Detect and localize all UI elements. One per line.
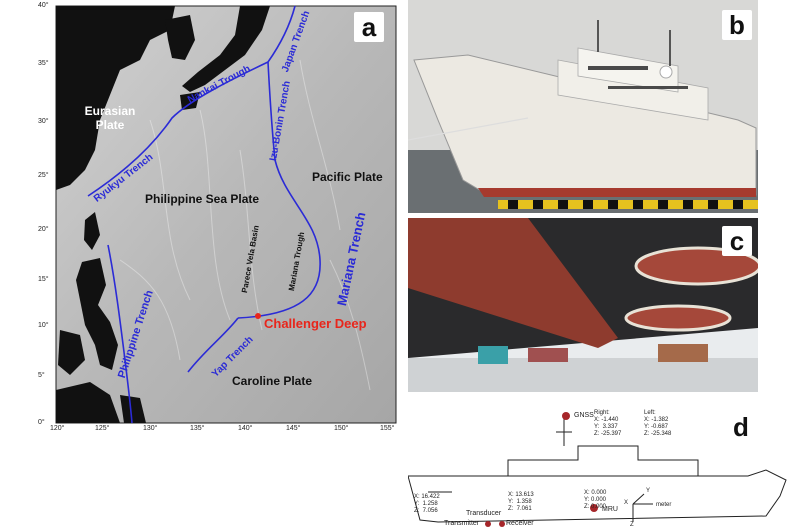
lat-tick: 0° xyxy=(38,419,45,426)
receiver-coords: X: 13.613 Y: 1.358 Z: 7.061 xyxy=(508,492,534,512)
lon-tick: 145° xyxy=(286,425,301,432)
unit-label: meter xyxy=(656,502,672,508)
receiver-marker xyxy=(499,521,505,527)
transmitter-coords: X: 16.422 Y: 1.258 Z: 7.056 xyxy=(414,494,440,514)
plate-label-line: Plate xyxy=(95,118,125,132)
hull-photo-panel: c xyxy=(408,218,758,392)
lon-tick: 155° xyxy=(380,425,395,432)
lat-tick: 25° xyxy=(38,172,49,179)
gnss-right-coords: Right: X: -1.440 Y: 3.337 Z: -25.397 xyxy=(594,410,622,437)
lat-tick: 20° xyxy=(38,226,49,233)
trench-lines xyxy=(87,5,321,424)
schematic-panel: GNSS Right: X: -1.440 Y: 3.337 Z: -25.39… xyxy=(408,398,800,530)
lon-tick: 150° xyxy=(334,425,349,432)
lon-tick: 130° xyxy=(143,425,158,432)
axis-z-label: Z xyxy=(630,522,634,528)
mru-coords: X: 0.000 Y: 0.000 Z: 0.000 xyxy=(584,490,607,510)
lon-tick: 120° xyxy=(50,425,65,432)
gnss-label: GNSS xyxy=(574,412,594,419)
plate-label-pacific: Pacific Plate xyxy=(312,170,383,184)
plate-label-eurasian: Eurasian Plate xyxy=(80,104,140,132)
panel-letter-a: a xyxy=(354,12,384,42)
mru-label: MRU xyxy=(602,506,618,513)
gnss-left-coords: Left: X: -1.382 Y: -0.687 Z: -25.348 xyxy=(644,410,672,437)
axis-y-label: Y xyxy=(646,488,651,494)
land-masses xyxy=(56,6,270,423)
ship-photo xyxy=(408,0,758,213)
lat-tick: 15° xyxy=(38,276,49,283)
challenger-deep-label: Challenger Deep xyxy=(264,316,367,331)
hull-bottom-photo xyxy=(408,218,758,392)
mru-marker xyxy=(590,504,598,512)
panel-letter-b: b xyxy=(722,10,752,40)
ship-photo-panel: b xyxy=(408,0,758,213)
map-panel: 40° 35° 30° 25° 20° 15° 10° 5° 0° 120° 1… xyxy=(0,0,404,432)
panel-letter-c: c xyxy=(722,226,752,256)
transducer-label: Transducer xyxy=(466,510,502,517)
lat-tick: 40° xyxy=(38,2,49,9)
lon-tick: 140° xyxy=(238,425,253,432)
gnss-marker xyxy=(562,412,570,420)
bathymetry-map xyxy=(55,5,397,424)
plate-label-caroline: Caroline Plate xyxy=(232,374,313,388)
lon-tick: 125° xyxy=(95,425,110,432)
panel-letter-d: d xyxy=(733,412,749,442)
plate-label-line: Eurasian xyxy=(84,104,136,118)
ship-schematic xyxy=(408,412,787,527)
receiver-label: Receiver xyxy=(506,520,534,527)
plate-label-philippine-sea: Philippine Sea Plate xyxy=(145,192,260,206)
lat-tick: 5° xyxy=(38,372,45,379)
transmitter-label: Transmitter xyxy=(444,520,480,527)
lon-tick: 135° xyxy=(190,425,205,432)
axis-x-label: X xyxy=(624,500,629,506)
lat-tick: 35° xyxy=(38,60,49,67)
lat-tick: 10° xyxy=(38,322,49,329)
lat-tick: 30° xyxy=(38,118,49,125)
challenger-deep-marker xyxy=(255,313,261,319)
transmitter-marker xyxy=(485,521,491,527)
